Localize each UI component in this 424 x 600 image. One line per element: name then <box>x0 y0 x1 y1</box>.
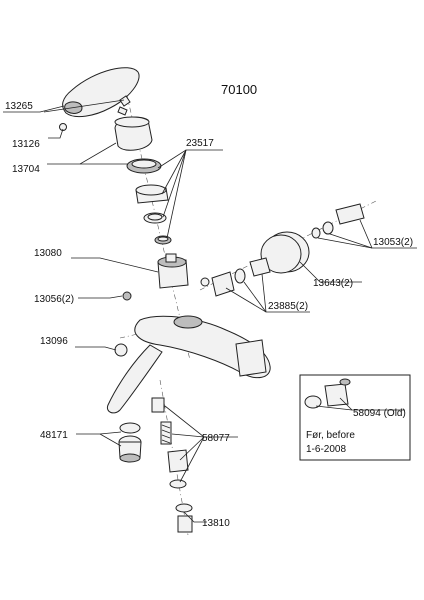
handle-13810 <box>175 503 193 533</box>
label-13265: 13265 <box>5 101 33 112</box>
inset-note-line2: 1-6-2008 <box>306 444 346 455</box>
label-13080: 13080 <box>34 248 62 259</box>
cartridge-13080 <box>157 253 189 289</box>
diagram-title: 70100 <box>221 82 257 97</box>
nuts-23885 <box>211 257 271 297</box>
label-13053: 13053(2) <box>373 237 413 248</box>
cap-13704 <box>114 116 153 151</box>
eccentrics-13053 <box>311 203 365 239</box>
label-13704: 13704 <box>12 164 40 175</box>
label-23885: 23885(2) <box>268 301 308 312</box>
cover-13643 <box>260 231 310 274</box>
label-13126: 13126 <box>12 139 40 150</box>
ring-middle <box>143 212 167 224</box>
valve-body <box>106 315 271 414</box>
nut <box>135 184 169 204</box>
label-13810: 13810 <box>202 518 230 529</box>
lever-handle <box>62 67 140 118</box>
aerator-48171 <box>118 422 142 463</box>
screw-13126 <box>59 106 128 131</box>
label-58077: 58077 <box>202 433 230 444</box>
label-48171: 48171 <box>40 430 68 441</box>
label-13096: 13096 <box>40 336 68 347</box>
diverter-58077 <box>151 397 189 489</box>
ring-upper <box>126 158 162 174</box>
plug-13096 <box>114 343 128 357</box>
label-23517: 23517 <box>186 138 214 149</box>
assembly-axes <box>119 95 379 536</box>
label-58094: 58094 (Old) <box>353 408 406 419</box>
label-13643: 13643(2) <box>313 278 353 289</box>
ring-lower <box>154 235 172 245</box>
inset-note-line1: Før, before <box>306 430 355 441</box>
leader-lines <box>3 99 417 523</box>
label-13056: 13056(2) <box>34 294 74 305</box>
screws-13056 <box>122 277 210 301</box>
